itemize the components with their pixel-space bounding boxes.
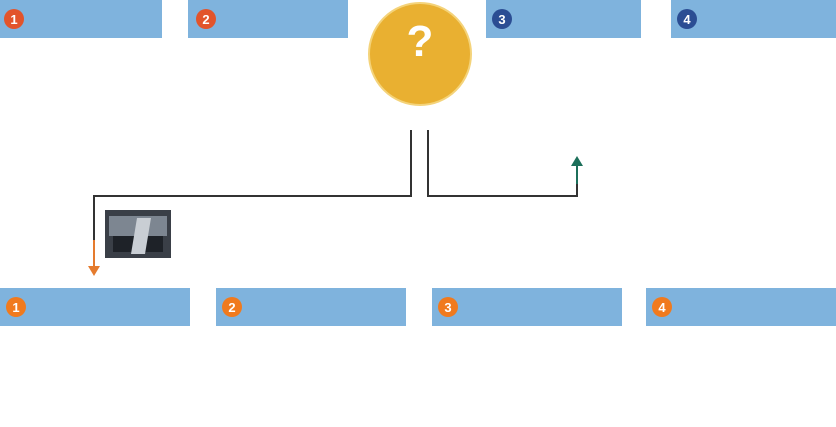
top-step-4: 4 [671, 0, 836, 110]
bottom-step-1-header [0, 288, 190, 326]
hub-circle-shape [368, 2, 472, 106]
train-photo-icon [105, 210, 171, 258]
bottom-step-4-header [646, 288, 836, 326]
top-step-4-number: 4 [677, 9, 697, 29]
bottom-step-1-number: 1 [6, 297, 26, 317]
top-step-3-number: 3 [492, 9, 512, 29]
arrow-down-icon [88, 266, 100, 276]
hub-circle: ? [368, 2, 472, 106]
left-connector [93, 130, 412, 268]
question-mark-icon: ? [407, 17, 434, 66]
top-step-2-number: 2 [196, 9, 216, 29]
arrow-up-icon [571, 156, 583, 166]
top-step-2: 2 [188, 0, 348, 110]
bottom-step-3-header [432, 288, 622, 326]
bottom-step-3: 3 [432, 288, 622, 427]
top-step-1-number: 1 [4, 9, 24, 29]
bottom-step-3-number: 3 [438, 297, 458, 317]
top-step-4-header [671, 0, 836, 38]
bottom-step-2-number: 2 [222, 297, 242, 317]
right-connector [427, 130, 578, 197]
bottom-step-4-number: 4 [652, 297, 672, 317]
bottom-step-4: 4 [646, 288, 836, 427]
bottom-step-2: 2 [216, 288, 406, 427]
top-step-1-header [0, 0, 162, 38]
top-step-3: 3 [486, 0, 641, 110]
top-step-1: 1 [0, 0, 162, 110]
bottom-step-2-header [216, 288, 406, 326]
bottom-step-1: 1 [0, 288, 190, 427]
